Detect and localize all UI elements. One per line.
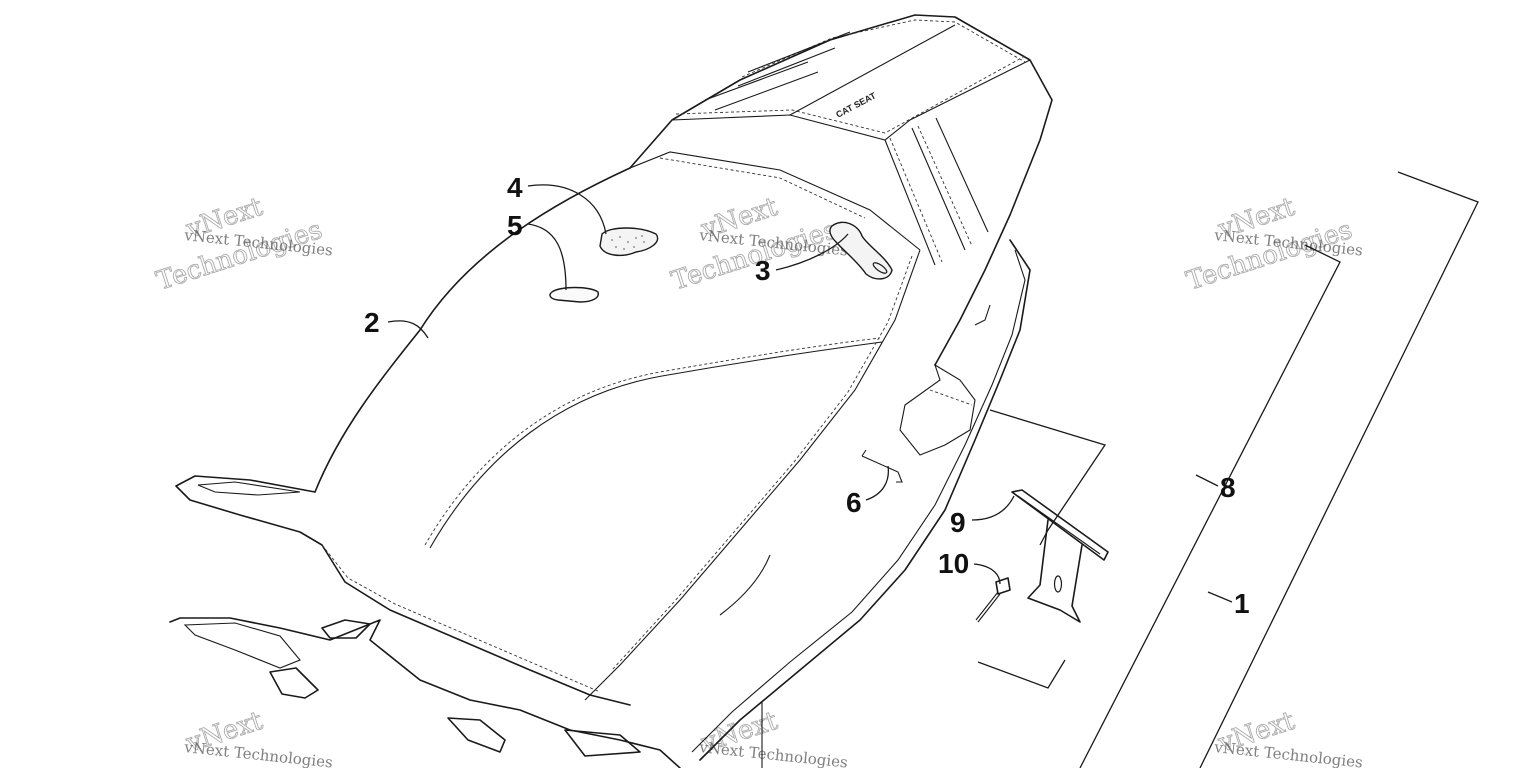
seat-side-panel [699,239,1031,761]
seat-rear-stripe [704,24,956,116]
seat-pan-front [169,617,681,768]
group-bracket-8 [1079,244,1341,768]
leader-8 [1195,474,1219,487]
leader-2 [387,320,429,339]
watermark-bottom-left: vNext vNext Technologies [181,705,334,768]
seat-side-fold [719,554,771,616]
seat-wire-hook-part [861,449,903,483]
seat-rear-side-stitch [889,125,973,263]
seat-logo-decal: CAT SEAT [834,90,878,120]
seat-side-tab [974,304,991,326]
seat-center-seam [429,341,883,549]
seat-right-edge-seam [584,249,921,701]
watermark-bottom-right: vNext vNext Technologies [1213,705,1364,768]
seat-front-wing-stitch [321,544,601,693]
callout-4: 4 [507,172,523,203]
leader-9 [971,495,1015,521]
leader-10 [973,563,1001,585]
watermark-bottom-center: vNext vNext Technologies [696,705,849,768]
seat-center-stitch [424,337,881,546]
leader-3 [775,233,849,271]
seat-pan-clip [321,619,371,639]
seat-pan-slot [564,729,641,757]
watermark-text: vNext Technologies [1213,738,1364,768]
leader-5 [527,223,567,291]
seat-front-wing-inner [197,481,301,496]
group-bracket-1 [1199,171,1479,768]
watermark-text: vNext Technologies [183,738,334,768]
seat-pan-front-inner [183,622,301,669]
callout-2: 2 [364,307,380,338]
leader-lines [387,184,1233,603]
seat-strap-slot [872,262,888,274]
callout-6: 6 [846,487,862,518]
seat-pan-latch [447,717,506,753]
leader-1 [1207,591,1233,603]
callout-1: 1 [1234,588,1250,619]
seat-top-outline [314,167,631,493]
seat-top-crease [629,151,921,251]
seat-rear-stitch [741,19,1026,78]
watermark-text: vNext Technologies [698,738,849,768]
watermark-top-right: vNext Technologies vNext Technologies [1182,191,1363,297]
callout-5: 5 [507,210,523,241]
callout-3: 3 [755,255,771,286]
callout-labels: 1 2 3 4 5 6 8 9 10 [364,172,1250,619]
seat-latch-bracket-part [1011,489,1109,623]
foam-patch-texture [611,235,645,250]
seat-side-panel-inner [691,249,1026,753]
leader-4 [527,184,607,235]
seat-pad-part [549,286,599,303]
seat-top-stitch [659,157,866,219]
seat-assembly: CAT SEAT [169,14,1053,768]
seat-right-edge-stitch [611,255,913,671]
group-bracket-9-10 [977,409,1107,689]
callout-9: 9 [950,507,966,538]
seat-rear-side-stripes [884,117,989,266]
seat-front-wing [175,475,631,706]
watermark-top-left: vNext Technologies vNext Technologies [152,191,333,297]
seat-rear-hump [629,14,1053,366]
callout-10: 10 [938,548,969,579]
leader-6 [865,465,890,501]
seat-rear-stitch [675,55,1026,134]
rivet-part [975,577,1011,623]
seat-pan-mount [269,667,319,699]
seat-side-hidden-edge [929,389,973,406]
seat-rear-panel-edge [671,59,1031,141]
callout-8: 8 [1220,472,1236,503]
seat-side-bracket [899,363,976,456]
